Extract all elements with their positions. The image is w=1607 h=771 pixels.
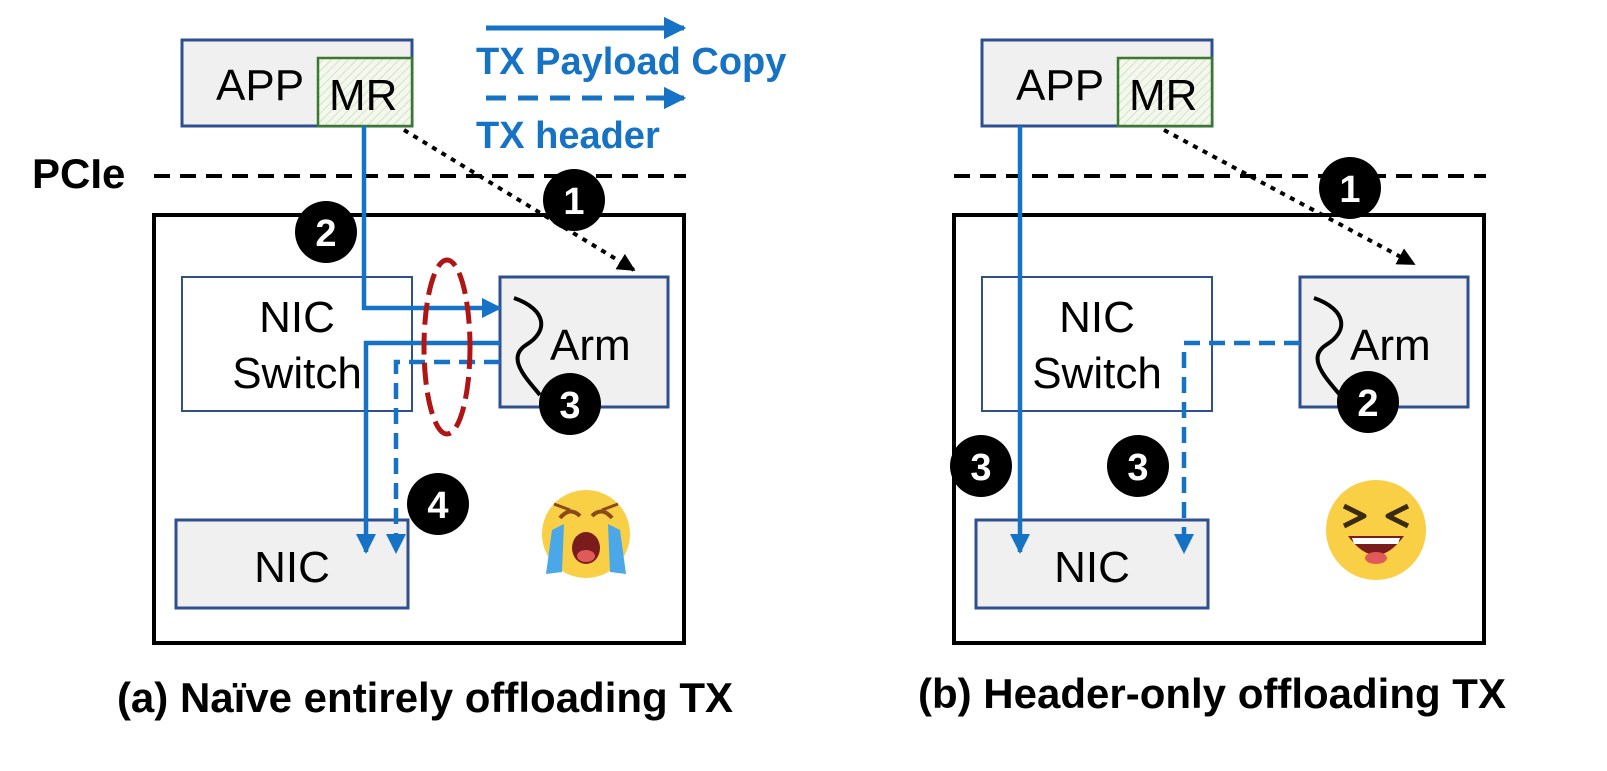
nic-switch-label-line2: Switch [232,349,362,398]
svg-text:3: 3 [1127,447,1148,489]
step-marker-3: 3 [539,373,601,435]
svg-text:2: 2 [315,213,336,255]
svg-text:4: 4 [427,485,448,527]
panel-b: APP MR NIC Switch Arm NIC 1 2 3 [918,38,1506,717]
thread-squiggle-icon [513,296,544,397]
step-marker-3-payload: 3 [950,435,1012,497]
crying-face-icon [542,490,630,578]
payload-path-arm-to-nic [355,340,500,555]
caption-b: (b) Header-only offloading TX [918,670,1506,717]
dpu-box [152,213,686,645]
header-path-arm-to-nic [385,359,500,555]
payload-path-mr-to-arm [361,126,503,319]
panel-a: APP MR NIC Switch Arm NIC 1 [117,38,733,721]
nic-label: NIC [254,543,330,592]
svg-text:3: 3 [970,447,991,489]
step-marker-3-header: 3 [1107,435,1169,497]
arm-label: Arm [550,321,631,370]
pcie-label: PCIe [32,150,125,197]
bottleneck-ellipse [421,257,473,437]
svg-text:3: 3 [559,385,580,427]
legend: TX Payload Copy TX header [476,16,786,157]
thread-squiggle-icon [1313,296,1344,397]
dotted-arrow-mr-to-arm [402,128,636,272]
nic-switch-label-line2: Switch [1032,349,1162,398]
nic-switch-label-line1: NIC [259,293,335,342]
step-marker-4: 4 [407,473,469,535]
step-marker-1: 1 [1319,157,1381,219]
step-marker-2: 2 [1337,371,1399,433]
legend-payload-copy-label: TX Payload Copy [476,41,786,83]
nic-label: NIC [1054,543,1130,592]
legend-header-label: TX header [476,115,660,157]
svg-text:2: 2 [1357,383,1378,425]
step-marker-2: 2 [295,201,357,263]
mr-label: MR [329,71,397,120]
header-path-arm-to-nic [1173,340,1300,555]
step-marker-1: 1 [543,169,605,231]
svg-text:1: 1 [563,181,584,223]
svg-text:1: 1 [1339,169,1360,211]
caption-a: (a) Naïve entirely offloading TX [117,674,733,721]
dpu-box [952,213,1486,645]
app-label: APP [216,61,304,110]
app-label: APP [1016,61,1104,110]
dotted-arrow-mr-to-arm [1163,128,1416,266]
nic-switch-label-line1: NIC [1059,293,1135,342]
mr-box [1116,56,1214,128]
laughing-face-icon [1326,480,1426,580]
mr-box [316,56,414,128]
arm-label: Arm [1350,321,1431,370]
mr-label: MR [1129,71,1197,120]
